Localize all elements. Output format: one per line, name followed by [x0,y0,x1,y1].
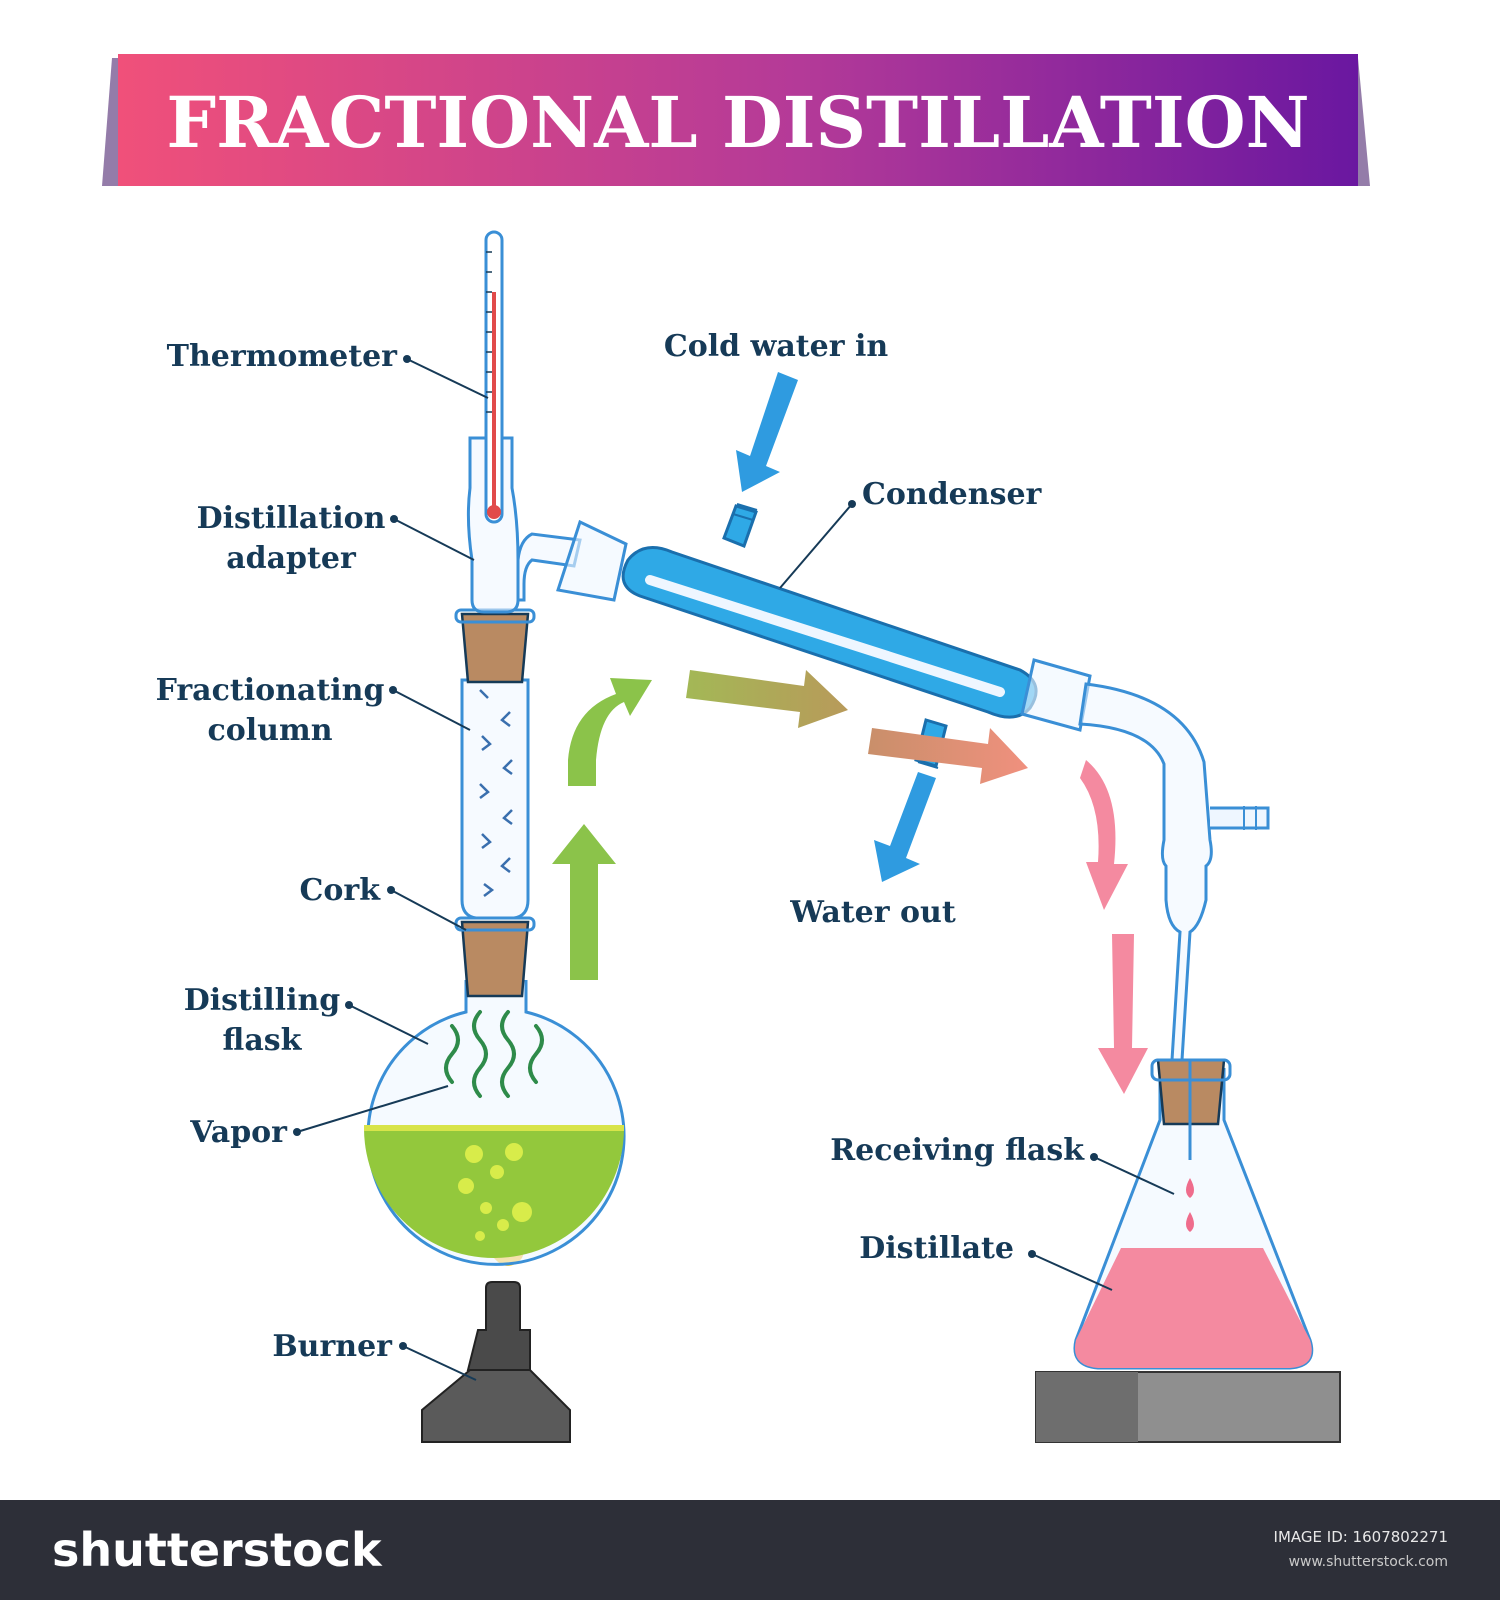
flask-liquid [364,1128,624,1258]
thermometer [484,230,504,524]
column-leader [392,689,471,731]
distilling-flask [364,980,626,1266]
stock-brand: shutterstock [52,1523,382,1577]
label-distilling-flask-line2: flask [223,1023,303,1058]
label-burner: Burner [272,1329,393,1364]
condenser [621,503,1038,769]
cold-water-in-arrow [736,372,798,492]
burner-leader [402,1345,477,1381]
receiving-flask-leader [1093,1156,1175,1195]
label-cold-water-in: Cold water in [664,329,889,364]
vapor-up-arrow [552,824,616,980]
water-out-arrow [874,772,936,882]
thermometer-bulb [487,505,501,519]
liquid-bubbles [458,1143,532,1241]
label-thermometer: Thermometer [167,339,399,374]
distillate-flow-arrows [1080,760,1148,1094]
lower-cork [460,920,530,998]
cork-leader [390,889,467,931]
water-inlet-nozzle [722,504,758,548]
vapor-leader [296,1085,449,1133]
column-indentations [479,689,513,897]
adapter-joint [556,519,628,602]
condenser-leader [779,503,853,589]
vapor-icon [444,1010,544,1098]
distillate-drop-2 [1186,1212,1194,1232]
label-distilling-flask-line1: Distilling [184,983,341,1018]
lab-stand [1035,1371,1341,1443]
label-distillation-adapter-line1: Distillation [197,501,386,536]
banner-band [118,54,1358,186]
vapor-curve-arrow [568,678,652,786]
upper-cork [460,612,530,684]
title-banner: FRACTIONAL DISTILLATION [102,54,1370,186]
burner-base [421,1369,571,1443]
distillate-drop-1 [1186,1178,1194,1198]
label-water-out: Water out [789,895,956,930]
fractionating-column [460,678,530,920]
page-title: FRACTIONAL DISTILLATION [166,81,1309,164]
label-condenser: Condenser [862,477,1043,512]
label-fractionating-column-line1: Fractionating [156,673,385,708]
distillate-leader [1031,1253,1113,1291]
stock-url: www.shutterstock.com [1288,1554,1448,1570]
distilling-flask-leader [348,1004,429,1045]
adapter-leader [393,518,475,561]
column-glass [460,678,530,920]
condenser-inner-tube [645,575,1005,697]
label-cork: Cork [300,873,382,908]
burner-neck [466,1281,531,1371]
water-inlet-ribs [732,503,758,521]
receiver-joint [1020,658,1092,732]
receiving-flask [1073,1068,1314,1370]
receiver-adapter [1020,658,1270,1062]
vacuum-nozzle [1210,806,1270,830]
vapor-right-arrow-2 [868,728,1028,784]
label-distillation-adapter-line2: adapter [226,541,357,576]
distillate-liquid [1074,1248,1312,1368]
thermometer-leader [406,358,489,399]
vacuum-nozzle-ribs [1243,806,1257,830]
vapor-right-arrow-1 [686,670,848,728]
water-flow-arrows [736,372,936,882]
label-fractionating-column-line2: column [207,713,332,748]
label-vapor: Vapor [189,1115,288,1150]
distillate-curve-arrow [1080,760,1128,910]
distillate-down-arrow [1098,934,1148,1094]
stand-shade [1036,1372,1138,1442]
vapor-flow-arrows [552,670,1028,980]
stock-image-id: IMAGE ID: 1607802271 [1273,1528,1448,1546]
thermometer-ticks [486,251,492,413]
label-receiving-flask: Receiving flask [830,1133,1085,1168]
leader-lines [293,355,1175,1381]
labels: Thermometer Distillation adapter Fractio… [156,329,1086,1364]
stock-footer [0,1500,1500,1600]
label-distillate: Distillate [859,1231,1014,1266]
